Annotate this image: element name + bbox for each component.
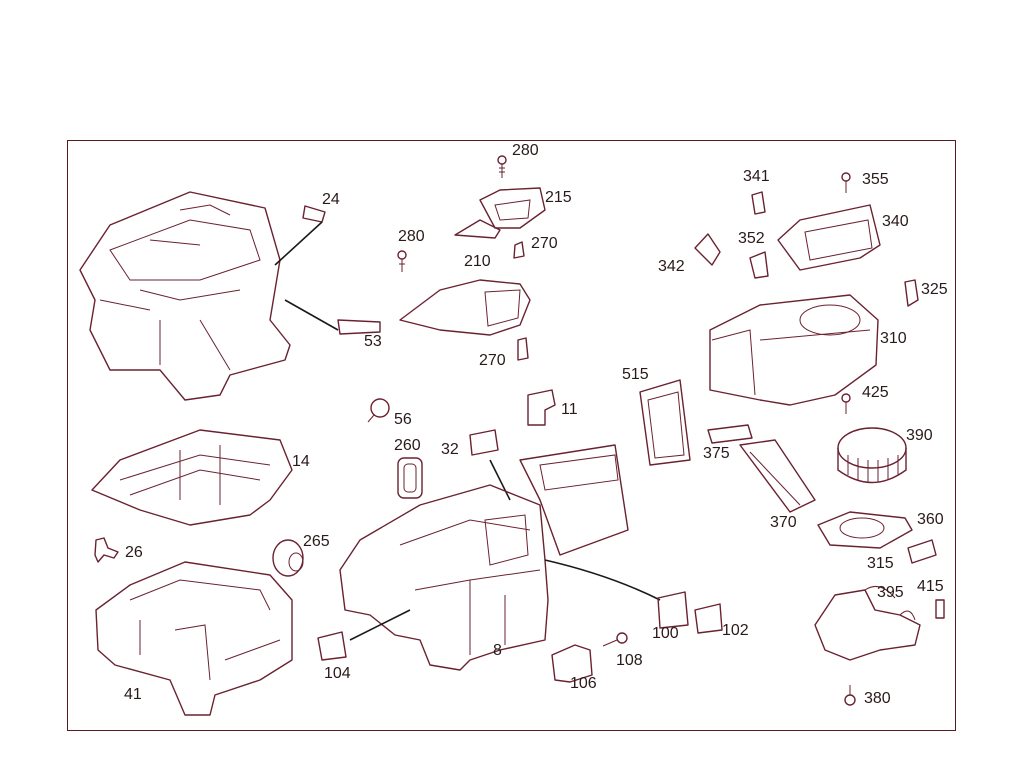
callout-355: 355	[862, 171, 889, 188]
callout-100: 100	[652, 625, 679, 642]
screw-355	[841, 172, 851, 193]
clip-341	[751, 191, 766, 215]
clip-270-bottom	[517, 337, 529, 361]
callout-210: 210	[464, 253, 491, 270]
callout-8: 8	[493, 642, 502, 659]
screw-108	[602, 632, 628, 647]
callout-102: 102	[722, 622, 749, 639]
screw-380	[844, 685, 856, 706]
actuator-53	[284, 299, 381, 335]
callout-106: 106	[570, 675, 597, 692]
bracket-375	[707, 424, 753, 444]
sensor-102	[694, 603, 723, 634]
filter-515	[639, 379, 691, 466]
screw-280-mid	[397, 250, 407, 272]
callout-360: 360	[917, 511, 944, 528]
callout-270: 270	[531, 235, 558, 252]
diagram-frame	[67, 140, 956, 731]
callout-32: 32	[441, 441, 459, 458]
callout-310: 310	[880, 330, 907, 347]
upper-housing-part	[79, 191, 291, 401]
callout-325: 325	[921, 281, 948, 298]
callout-56: 56	[394, 411, 412, 428]
resistor-315	[907, 539, 937, 564]
clip-270-top	[513, 241, 525, 259]
module-106	[551, 644, 593, 683]
callout-104: 104	[324, 665, 351, 682]
filter-340	[777, 204, 881, 271]
callout-41: 41	[124, 686, 142, 703]
callout-108: 108	[616, 652, 643, 669]
component-265	[272, 539, 304, 577]
callout-390: 390	[906, 427, 933, 444]
callout-280: 280	[512, 142, 539, 159]
callout-265: 265	[303, 533, 330, 550]
sensor-100	[657, 591, 689, 629]
callout-11: 11	[561, 401, 578, 418]
screw-280-top	[497, 155, 507, 178]
callout-53: 53	[364, 333, 382, 350]
lower-housing-41	[95, 561, 293, 716]
rail-370	[739, 439, 816, 513]
callout-26: 26	[125, 544, 143, 561]
callout-14: 14	[292, 453, 310, 470]
seal-260	[397, 457, 423, 499]
arrow-100	[544, 559, 661, 601]
callout-395: 395	[877, 584, 904, 601]
screw-415	[935, 599, 945, 619]
sensor-32	[469, 429, 511, 501]
clip-26	[94, 537, 119, 563]
callout-342: 342	[658, 258, 685, 275]
duct-210	[399, 279, 531, 336]
callout-341: 341	[743, 168, 770, 185]
lower-tray-14	[91, 429, 293, 526]
screw-425	[841, 393, 851, 414]
main-housing-8	[339, 444, 629, 671]
sensor-104	[317, 631, 347, 661]
blower-housing-310	[709, 294, 879, 406]
callout-370: 370	[770, 514, 797, 531]
callout-375: 375	[703, 445, 730, 462]
bracket-11	[527, 389, 556, 426]
arrow-104	[349, 609, 411, 641]
flap-352	[749, 251, 769, 279]
harness-395	[814, 585, 921, 661]
callout-340: 340	[882, 213, 909, 230]
callout-415: 415	[917, 578, 944, 595]
callout-270: 270	[479, 352, 506, 369]
callout-315: 315	[867, 555, 894, 572]
cover-360	[817, 511, 913, 549]
sensor-56	[367, 398, 390, 423]
callout-380: 380	[864, 690, 891, 707]
flap-342	[694, 233, 721, 266]
callout-352: 352	[738, 230, 765, 247]
callout-215: 215	[545, 189, 572, 206]
callout-280: 280	[398, 228, 425, 245]
callout-24: 24	[322, 191, 340, 208]
callout-425: 425	[862, 384, 889, 401]
actuator-24	[274, 205, 326, 266]
blower-390	[837, 427, 907, 484]
duct-215	[454, 187, 546, 239]
callout-515: 515	[622, 366, 649, 383]
clip-325	[904, 279, 919, 307]
callout-260: 260	[394, 437, 421, 454]
